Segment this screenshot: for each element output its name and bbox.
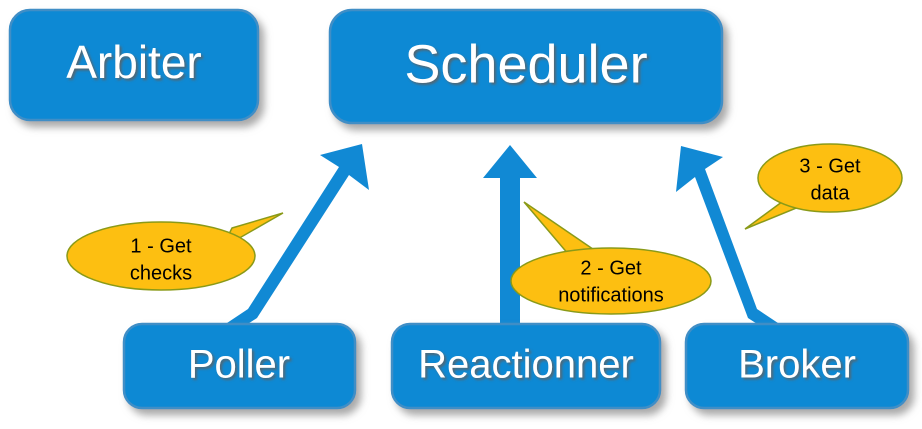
- callout-get-checks: 1 - Get checks: [66, 212, 284, 291]
- arrow-poller-to-scheduler: [215, 144, 369, 340]
- callout-3-bubble: [757, 143, 903, 213]
- node-poller[interactable]: Poller: [122, 322, 357, 410]
- reactionner-label: Reactionner: [418, 343, 634, 387]
- arbiter-box[interactable]: [8, 8, 260, 122]
- broker-label: Broker: [738, 343, 856, 387]
- scheduler-box[interactable]: [328, 8, 724, 125]
- poller-box[interactable]: [122, 322, 357, 410]
- poller-label: Poller: [188, 343, 290, 387]
- callout-2-line-1: 2 - Get: [580, 257, 642, 279]
- node-arbiter[interactable]: Arbiter: [8, 8, 260, 122]
- node-scheduler[interactable]: Scheduler: [328, 8, 724, 125]
- arbiter-label: Arbiter: [66, 36, 201, 88]
- callout-1-line-1: 1 - Get: [130, 235, 192, 257]
- node-broker[interactable]: Broker: [684, 322, 910, 410]
- reactionner-box[interactable]: [390, 322, 662, 410]
- callout-get-notifications: 2 - Get notifications: [510, 201, 712, 315]
- arrow-broker-to-scheduler: [676, 146, 790, 340]
- node-reactionner[interactable]: Reactionner: [390, 322, 662, 410]
- callout-get-data: 3 - Get data: [744, 143, 903, 230]
- callout-3-line-2: data: [811, 182, 851, 204]
- callout-3-line-1: 3 - Get: [799, 155, 861, 177]
- callout-1-bubble: [66, 221, 256, 291]
- callout-1-line-2: checks: [130, 262, 192, 284]
- arrow-reactionner-to-scheduler: [483, 145, 537, 340]
- broker-box[interactable]: [684, 322, 910, 410]
- scheduler-label: Scheduler: [404, 34, 647, 94]
- callout-2-bubble: [510, 247, 712, 315]
- callout-2-line-2: notifications: [558, 284, 664, 306]
